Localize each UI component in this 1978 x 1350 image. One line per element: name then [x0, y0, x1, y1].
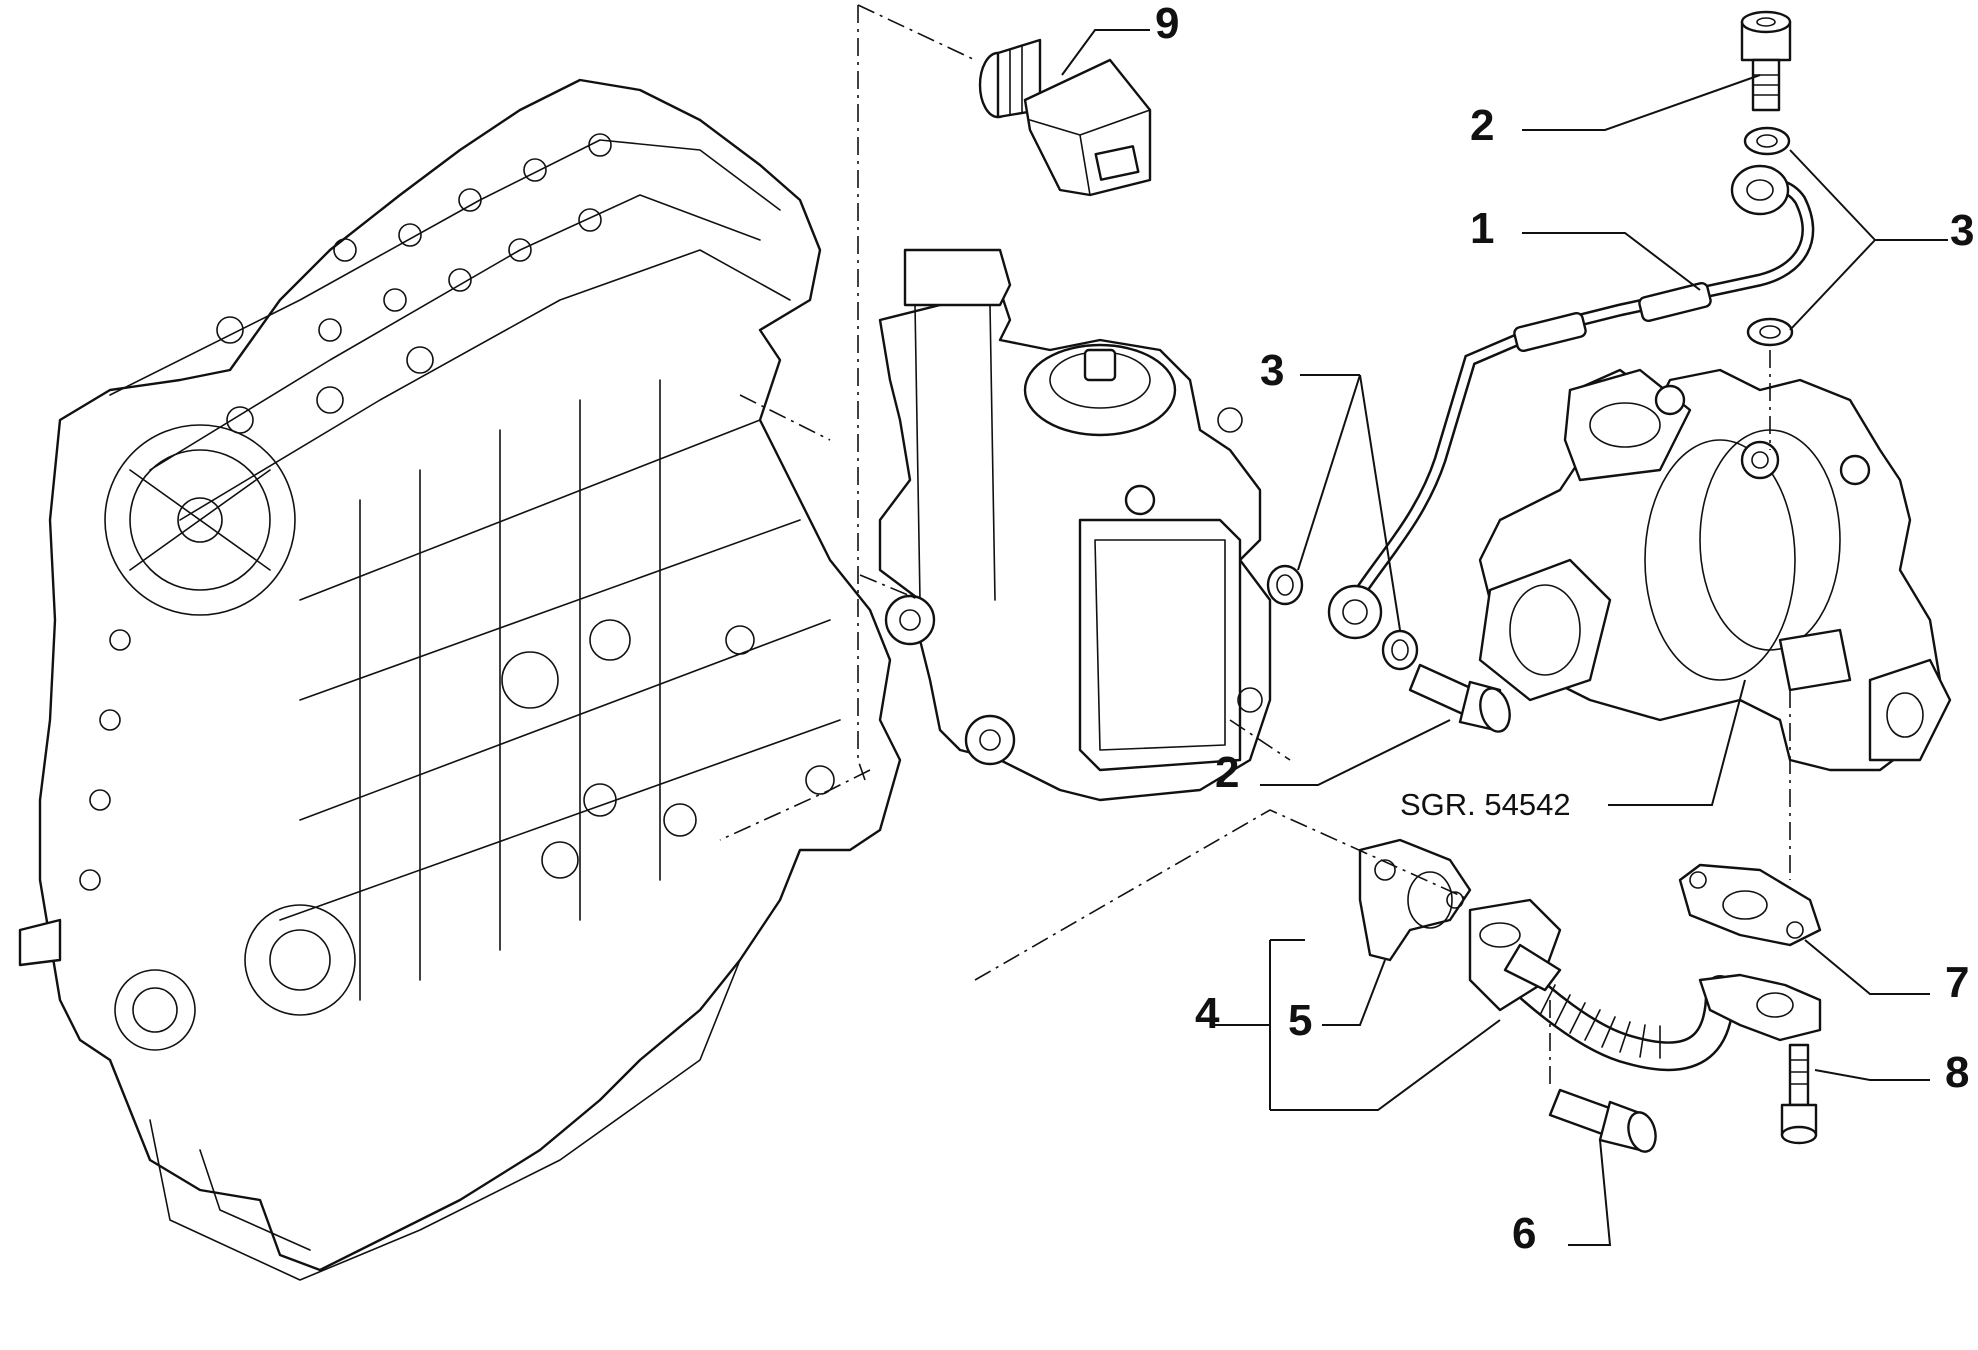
callout-5: 5	[1288, 996, 1312, 1045]
oil-filter-housing	[878, 248, 1272, 802]
leader-lines	[1061, 29, 1948, 1246]
part-9-oil-pressure-switch	[978, 38, 1152, 197]
part-7-gasket	[1678, 863, 1822, 947]
part-2-banjo-bolts	[1408, 10, 1792, 733]
callout-4: 4	[1195, 989, 1220, 1038]
callout-2-top: 2	[1470, 101, 1494, 150]
callout-1: 1	[1470, 204, 1494, 253]
turbocharger	[1478, 368, 1952, 772]
assembly-lines	[719, 4, 1791, 1090]
callout-7: 7	[1945, 958, 1969, 1007]
callout-3-mid: 3	[1260, 346, 1284, 395]
part-6-bolt	[1548, 1088, 1657, 1153]
part-5-gasket	[1358, 838, 1472, 962]
callout-labels: 9 2 1 3 3 2 SGR. 54542 4 5 7 8 6	[1155, 0, 1974, 1258]
part-4-oil-return-pipe	[1468, 898, 1822, 1072]
reference-sgr: SGR. 54542	[1400, 787, 1571, 822]
callout-3-right: 3	[1950, 206, 1974, 255]
part-8-bolt	[1780, 1043, 1818, 1145]
engine-block	[18, 78, 902, 1281]
callout-9: 9	[1155, 0, 1179, 48]
callout-2-mid: 2	[1215, 748, 1239, 797]
part-1-oil-feed-pipe	[1327, 164, 1815, 640]
callout-8: 8	[1945, 1048, 1969, 1097]
part-3-washers	[1266, 126, 1794, 671]
callout-6: 6	[1512, 1209, 1536, 1258]
